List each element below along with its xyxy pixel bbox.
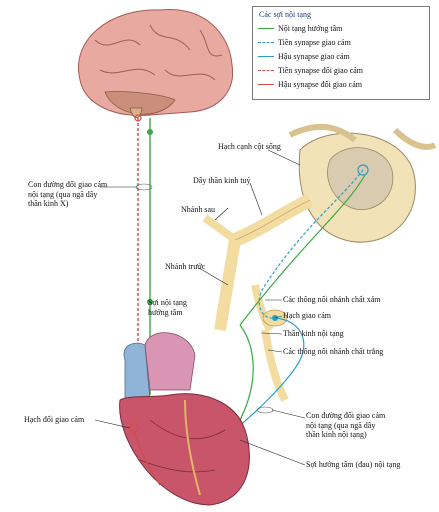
heart-illustration [120, 333, 250, 505]
legend-title: Các sợi nội tạng [259, 10, 311, 19]
legend-item: Tiền synapse đối giao cảm [258, 65, 426, 76]
label-visceral-afferent: Sợi nội tạng hướng tâm [148, 298, 187, 317]
brain-illustration [78, 9, 232, 117]
legend-item: Tiền synapse giao cảm [258, 37, 426, 48]
legend-label: Hậu synapse giao cảm [278, 51, 350, 62]
label-pain-afferent: Sợi hướng tâm (đau) nội tạng [306, 460, 400, 470]
label-gray-ramus: Các thông nối nhánh chất xám [283, 295, 381, 305]
legend-item: Hậu synapse đối giao cảm [258, 79, 426, 90]
label-spinal-nerve: Dây thần kinh tuỷ [193, 176, 251, 186]
label-parasympathetic-ganglion: Hạch đối giao cảm [24, 415, 84, 425]
legend-label: Hậu synapse đối giao cảm [278, 79, 362, 90]
legend-label: Nội tạng hướng tâm [278, 23, 342, 34]
legend-label: Tiền synapse giao cảm [278, 37, 351, 48]
legend-swatch [258, 84, 274, 85]
legend-swatch [258, 28, 274, 29]
legend-swatch [258, 70, 274, 71]
label-posterior-ramus: Nhánh sau [181, 205, 215, 215]
legend-item: Hậu synapse giao cảm [258, 51, 426, 62]
label-spinal-ganglion: Hạch cạnh cột sống [218, 142, 281, 152]
afferent-node-top [147, 129, 153, 135]
legend-swatch [258, 56, 274, 57]
legend-swatch [258, 42, 274, 43]
legend: Các sợi nội tạng Nội tạng hướng tâm Tiền… [252, 6, 430, 100]
label-sympathetic-ganglion: Hạch giao cảm [283, 311, 331, 321]
legend-item: Nội tạng hướng tâm [258, 23, 426, 34]
label-white-ramus: Các thông nối nhánh chất trắng [283, 347, 383, 357]
label-vagus-pathway: Con đường đối giao cảm nội tạng (qua ngã… [28, 180, 107, 209]
label-visceral-sympathetic-pathway: Con đường đối giao cảm nội tạng (qua ngã… [306, 411, 385, 440]
label-anterior-ramus: Nhánh trước [165, 262, 205, 272]
legend-label: Tiền synapse đối giao cảm [278, 65, 363, 76]
label-visceral-nerve: Thần kinh nội tạng [283, 329, 344, 339]
